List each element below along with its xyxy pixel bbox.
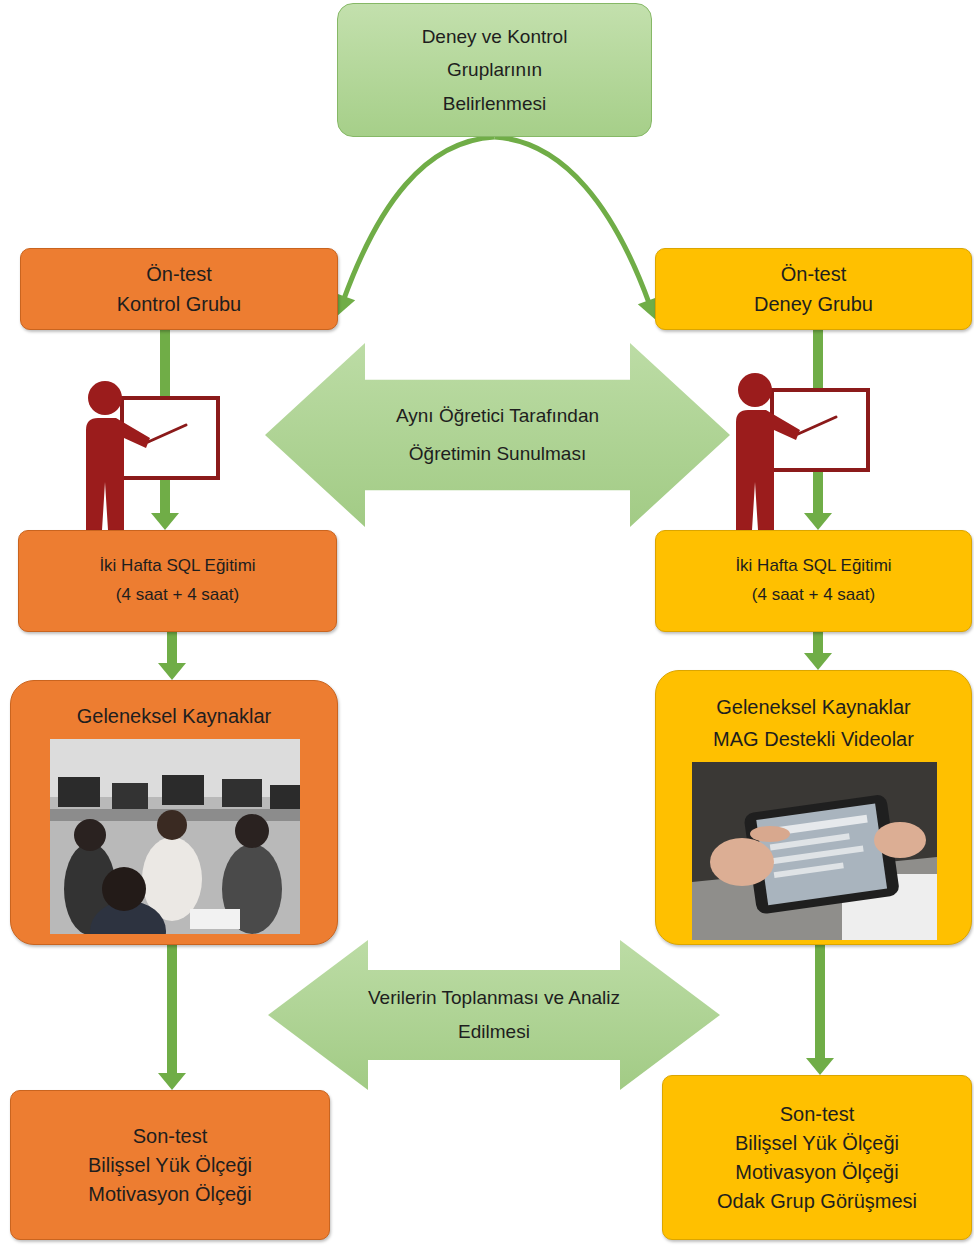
monitor [162,775,204,805]
flow-arrow [806,945,834,1075]
node-title: Geleneksel Kaynaklar [77,701,272,731]
phone-screen [756,803,887,905]
flow-arrow [804,632,832,670]
teacher-icon [736,373,868,530]
resource-box: Geleneksel Kaynaklar [10,680,338,945]
arrow-line [815,945,825,1058]
node-title: İki Hafta SQL Eğitimi [99,552,255,581]
pointer [148,425,186,442]
teacher-icon [86,381,218,530]
teacher-body [86,418,150,530]
node-title: İki Hafta SQL Eğitimi [735,552,891,581]
student-head [102,867,146,911]
monitor [112,783,148,811]
student-head [74,819,106,851]
text-group: Ön-testDeney Grubu [754,259,873,319]
node-text: (4 saat + 4 saat) [752,581,875,610]
arrow-head [151,513,179,530]
paper [190,909,240,929]
hand [874,822,926,858]
node-title: Son-test [780,1100,854,1129]
arrow-head [158,663,186,680]
process-box: Son-testBilişsel Yük ÖlçeğiMotivasyon Öl… [10,1090,330,1240]
text-group: Son-testBilişsel Yük ÖlçeğiMotivasyon Öl… [717,1100,917,1216]
double-arrow-fill [268,940,720,1090]
double-arrow-outline [268,940,720,1090]
flow-arrow [158,632,186,680]
flow-arrow [334,137,494,315]
hand [710,838,774,886]
process-box: İki Hafta SQL Eğitimi(4 saat + 4 saat) [655,530,972,632]
node-title: Geleneksel Kaynaklar [716,691,911,723]
pointer [798,417,836,434]
text-group: Geleneksel Kaynaklar [77,701,272,731]
text-group: Deney ve Kontrol Gruplarının Belirlenmes… [402,20,587,120]
process-box: İki Hafta SQL Eğitimi(4 saat + 4 saat) [18,530,337,632]
node-title: Ön-test [781,259,847,289]
text-group: Ön-testKontrol Grubu [117,259,242,319]
photo-ground [50,739,300,934]
double-arrow-outline [265,343,730,527]
arrow-line [167,632,177,663]
double-arrow-fill [265,343,730,527]
node-text: (4 saat + 4 saat) [116,581,239,610]
double-arrow-shape: Verilerin Toplanması ve Analiz Edilmesi [268,940,720,1090]
node-text: MAG Destekli Videolar [713,723,914,755]
text-group: Geleneksel KaynaklarMAG Destekli Videola… [713,691,914,755]
student-head [235,814,269,848]
flow-arrow [158,945,186,1090]
student-head [157,810,187,840]
arrow-head [804,653,832,670]
resource-box: Geleneksel KaynaklarMAG Destekli Videola… [655,670,972,945]
node-title: Ön-test [146,259,212,289]
process-box: Ön-testKontrol Grubu [20,248,338,330]
text-group: Verilerin Toplanması ve Analiz Edilmesi [358,981,630,1049]
node-text: Deney Grubu [754,289,873,319]
process-box: Ön-testDeney Grubu [655,248,972,330]
node-text: Bilişsel Yük Ölçeği [735,1129,899,1158]
arrow-line [813,632,823,653]
text-group: İki Hafta SQL Eğitimi(4 saat + 4 saat) [735,552,891,610]
node-title: Son-test [133,1122,207,1151]
teacher-head [88,381,122,415]
node-text: Bilişsel Yük Ölçeği [88,1151,252,1180]
text-group: Son-testBilişsel Yük ÖlçeğiMotivasyon Öl… [88,1122,252,1209]
photo-ground [692,762,937,940]
double-arrow-shape: Aynı Öğretici Tarafından Öğretimin Sunul… [265,343,730,527]
screen-content [774,862,844,878]
node-text: Motivasyon Ölçeği [735,1158,898,1187]
flow-arrow [495,137,659,319]
arrow-head [158,1073,186,1090]
monitor [270,785,300,809]
monitor [58,777,100,807]
text-group: İki Hafta SQL Eğitimi(4 saat + 4 saat) [99,552,255,610]
node-title: Verilerin Toplanması ve Analiz Edilmesi [358,981,630,1049]
arrow-line [495,137,650,304]
node-text: Odak Grup Görüşmesi [717,1187,917,1216]
phone-photo [692,762,937,940]
classroom-photo [50,739,300,934]
node-text: Motivasyon Ölçeği [88,1180,251,1209]
node-title: Aynı Öğretici Tarafından Öğretimin Sunul… [370,397,625,473]
teacher-body [736,410,800,530]
node-title: Deney ve Kontrol Gruplarının Belirlenmes… [402,20,587,120]
monitor [222,779,262,807]
text-group: Aynı Öğretici Tarafından Öğretimin Sunul… [370,397,625,473]
arrow-head [806,1058,834,1075]
process-box: Son-testBilişsel Yük ÖlçeğiMotivasyon Öl… [662,1075,972,1240]
screen-content [772,846,864,865]
thumb [750,826,790,842]
node-text: Kontrol Grubu [117,289,242,319]
process-box: Deney ve Kontrol Gruplarının Belirlenmes… [337,3,652,137]
arrow-head [804,513,832,530]
arrow-line [343,137,494,300]
teacher-head [738,373,772,407]
arrow-line [167,945,177,1073]
